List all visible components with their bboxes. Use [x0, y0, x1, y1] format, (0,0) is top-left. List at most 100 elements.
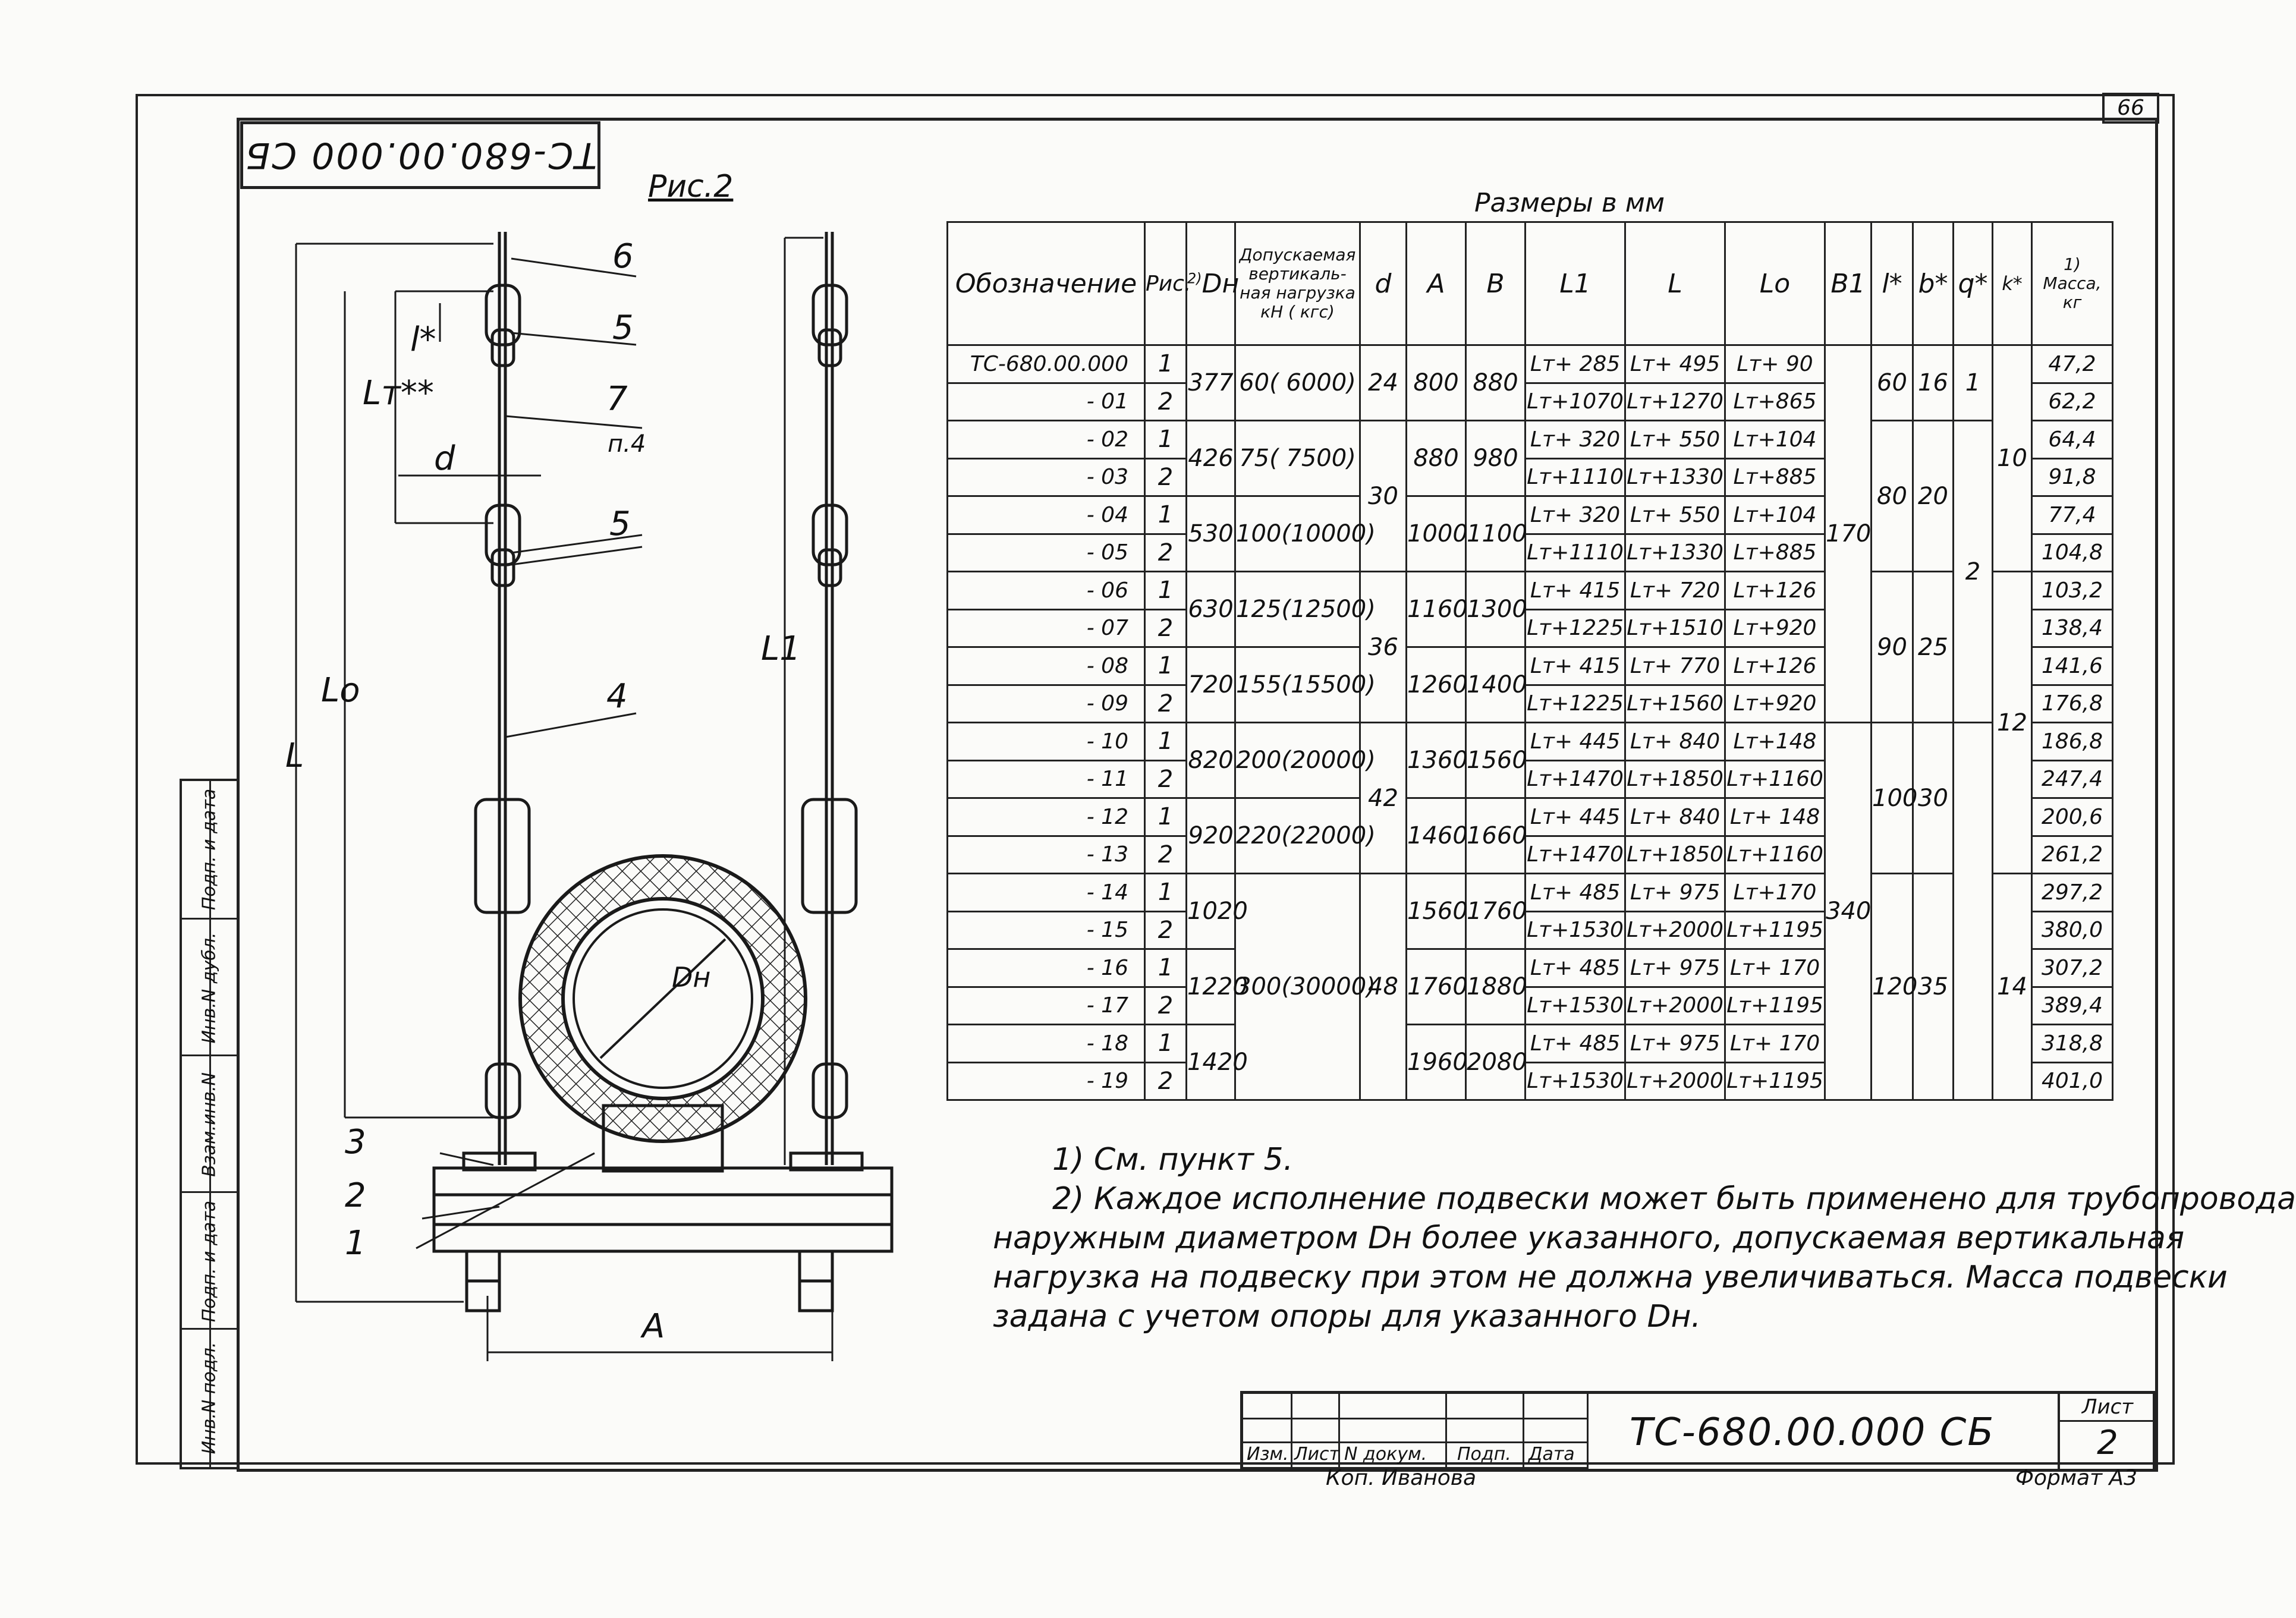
row-designation: - 15: [946, 910, 1146, 950]
row-fig: 2: [1144, 1061, 1187, 1101]
col-dn: 2)Dн: [1185, 221, 1239, 346]
note-2-line3: нагрузка на подвеску при этом не должна …: [993, 1260, 2228, 1295]
row-designation: - 17: [946, 986, 1146, 1025]
side-label: Взам.инв.N: [199, 1072, 220, 1177]
cell-dn: 630: [1185, 571, 1236, 648]
side-strip-divider: [209, 781, 211, 1467]
row-fig: 1: [1144, 495, 1187, 535]
cell-dn: 720: [1185, 646, 1236, 723]
row-l: Lт+1330: [1624, 457, 1726, 497]
cell-d: 36: [1359, 571, 1407, 723]
row-fig: 1: [1144, 646, 1187, 686]
cell-b: 1660: [1465, 797, 1527, 874]
cell-dn: 530: [1185, 495, 1236, 572]
row-l1: Lт+1225: [1524, 684, 1626, 723]
cell-dn: 426: [1185, 420, 1236, 497]
tb-header-izm: Изм.: [1247, 1444, 1289, 1465]
row-lo: Lт+104: [1724, 495, 1826, 535]
row-l1: Lт+1530: [1524, 1061, 1626, 1101]
cell-kstar: 12: [1992, 571, 2033, 874]
cell-load: 125(12500): [1234, 571, 1376, 648]
tb-header-doc: N докум.: [1344, 1444, 1427, 1465]
table-row: - 17 2 Lт+1530 Lт+2000 Lт+1195 389,4: [946, 986, 2113, 1025]
cell-load: 300(30000): [1234, 873, 1376, 1101]
table-row: - 14 1 1020 300(30000) 48 1560 1760 Lт+ …: [946, 873, 2113, 1101]
row-fig: 1: [1144, 948, 1187, 988]
row-mass: 401,0: [2031, 1061, 2113, 1101]
row-l: Lт+ 840: [1624, 722, 1726, 761]
row-l1: Lт+ 445: [1524, 797, 1626, 837]
dim-d: d: [434, 439, 455, 478]
table-row: - 01 2 Lт+1070 Lт+1270 Lт+865 62,2: [946, 382, 2113, 421]
dim-L: L: [285, 736, 304, 775]
row-designation: - 06: [946, 571, 1146, 610]
row-l1: Lт+1530: [1524, 910, 1626, 950]
cell-qstar: 1: [1952, 344, 1993, 421]
row-mass: 138,4: [2031, 608, 2113, 648]
dim-l: l*: [410, 320, 436, 359]
document-code: ТС-680.00.000 СБ: [1630, 1411, 1995, 1455]
col-mass-label: Масса, кг: [2043, 273, 2102, 312]
col-qstar: q*: [1952, 221, 1993, 346]
table-row: - 15 2 Lт+1530 Lт+2000 Lт+1195 380,0: [946, 910, 2113, 950]
note-2-line4: задана с учетом опоры для указанного Dн.: [993, 1299, 1701, 1334]
cell-dn: 1020: [1185, 873, 1248, 950]
callout-5: 5: [612, 309, 634, 347]
cell-dn: 920: [1185, 797, 1236, 874]
side-label: Инв.N подл.: [199, 1342, 220, 1455]
row-designation: - 01: [946, 382, 1146, 421]
row-lo: Lт+170: [1724, 873, 1826, 912]
row-lo: Lт+ 90: [1724, 344, 1826, 384]
col-designation: Обозначение: [946, 221, 1146, 346]
side-cell: Взам.инв.N: [182, 1054, 237, 1193]
side-label: Инв.N дубл.: [199, 932, 220, 1044]
row-designation: - 10: [946, 722, 1146, 761]
row-fig: 1: [1144, 420, 1187, 459]
row-l: Lт+2000: [1624, 910, 1726, 950]
cell-b: 2080: [1465, 1024, 1527, 1101]
row-mass: 389,4: [2031, 986, 2113, 1025]
row-l: Lт+ 495: [1624, 344, 1726, 384]
row-l: Lт+1510: [1624, 608, 1726, 648]
row-fig: 2: [1144, 835, 1187, 874]
row-l1: Lт+ 320: [1524, 420, 1626, 459]
dim-LT: Lт**: [363, 374, 434, 413]
row-l1: Lт+1110: [1524, 533, 1626, 572]
col-mass: 1)Масса, кг: [2031, 221, 2113, 346]
dim-Dn: Dн: [672, 961, 711, 993]
row-mass: 186,8: [2031, 722, 2113, 761]
cell-a: 1960: [1405, 1024, 1468, 1101]
col-kstar: k*: [1992, 221, 2033, 346]
row-designation: - 04: [946, 495, 1146, 535]
cell-bstar: 20: [1912, 420, 1954, 572]
table-row: - 11 2 Lт+1470 Lт+1850 Lт+1160 247,4: [946, 759, 2113, 799]
row-mass: 307,2: [2031, 948, 2113, 988]
row-l: Lт+1330: [1624, 533, 1726, 572]
row-fig: 2: [1144, 910, 1187, 950]
sheet-box-label: Лист: [2060, 1394, 2155, 1422]
cell-a: 1000: [1405, 495, 1468, 572]
row-lo: Lт+885: [1724, 457, 1826, 497]
side-cell: Подп. и дата: [182, 1191, 237, 1330]
row-fig: 2: [1144, 457, 1187, 497]
note-1: 1) См. пункт 5.: [1052, 1142, 1294, 1178]
row-lo: Lт+865: [1724, 382, 1826, 421]
row-fig: 2: [1144, 684, 1187, 723]
col-a: A: [1405, 221, 1467, 346]
row-lo: Lт+148: [1724, 722, 1826, 761]
row-fig: 1: [1144, 722, 1187, 761]
table-row: - 10 1 820 200(20000) 42 1360 1560 Lт+ 4…: [946, 722, 2113, 1101]
cell-b: 1400: [1465, 646, 1527, 723]
row-mass: 318,8: [2031, 1024, 2113, 1063]
cell-b: 880: [1465, 344, 1526, 421]
row-mass: 297,2: [2031, 873, 2113, 912]
row-lo: Lт+920: [1724, 684, 1826, 723]
cell-dn: 1420: [1185, 1024, 1248, 1101]
tb-header-list: Лист: [1294, 1444, 1340, 1465]
cell-a: 1360: [1405, 722, 1468, 799]
cell-d: 48: [1359, 873, 1407, 1101]
row-mass: 176,8: [2031, 684, 2113, 723]
row-mass: 47,2: [2031, 344, 2113, 384]
cell-load: 155(15500): [1234, 646, 1376, 723]
row-lo: Lт+1195: [1724, 986, 1826, 1025]
